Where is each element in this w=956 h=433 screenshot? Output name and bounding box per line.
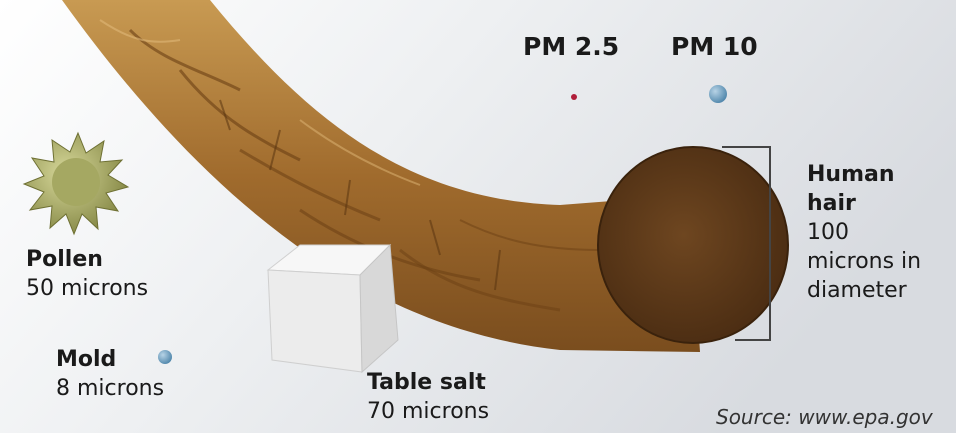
pollen-name: Pollen bbox=[26, 245, 148, 274]
salt-name: Table salt bbox=[367, 368, 489, 397]
pm10-label: PM 10 bbox=[671, 32, 758, 61]
source-credit: Source: www.epa.gov bbox=[716, 405, 933, 429]
hair-label: Human hair 100 microns in diameter bbox=[807, 160, 921, 305]
hair-name-line1: Human bbox=[807, 160, 921, 189]
pm25-label: PM 2.5 bbox=[523, 32, 619, 61]
hair-size-line3: diameter bbox=[807, 276, 921, 305]
mold-size: 8 microns bbox=[56, 374, 164, 403]
pm10-particle-dot bbox=[709, 85, 727, 103]
mold-name: Mold bbox=[56, 345, 164, 374]
salt-label: Table salt 70 microns bbox=[367, 368, 489, 426]
pollen-label: Pollen 50 microns bbox=[26, 245, 148, 303]
hair-size-line1: 100 bbox=[807, 218, 921, 247]
hair-size-line2: microns in bbox=[807, 247, 921, 276]
pm25-particle-dot bbox=[571, 94, 577, 100]
salt-size: 70 microns bbox=[367, 397, 489, 426]
salt-crystal-illustration bbox=[268, 245, 398, 372]
hair-cross-section bbox=[598, 147, 788, 343]
hair-name-line2: hair bbox=[807, 189, 921, 218]
pollen-size: 50 microns bbox=[26, 274, 148, 303]
mold-label: Mold 8 microns bbox=[56, 345, 164, 403]
